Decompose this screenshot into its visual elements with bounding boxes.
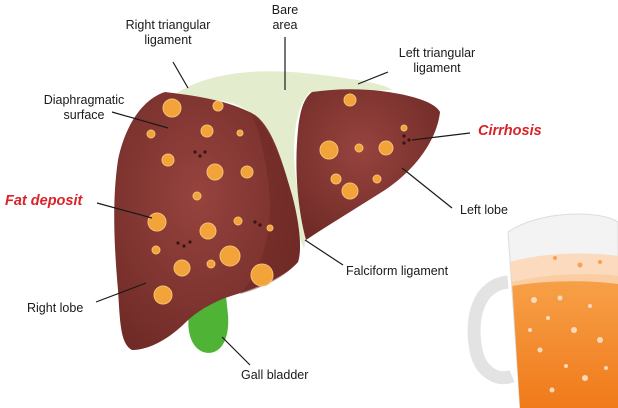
fat-deposits [146, 93, 408, 305]
label-line: ligament [413, 61, 461, 75]
label-fat-deposit: Fat deposit [5, 193, 83, 209]
label-line: ligament [144, 33, 192, 47]
label-right-lobe: Right lobe [27, 301, 84, 315]
leader-lines [95, 37, 471, 366]
label-left-triangular-ligament: Left triangular ligament [382, 46, 492, 76]
label-left-lobe: Left lobe [460, 203, 508, 217]
label-line: area [272, 18, 298, 32]
label-gall-bladder: Gall bladder [241, 368, 309, 382]
label-line: Right triangular [125, 18, 211, 32]
label-right-triangular-ligament: Right triangular ligament [108, 18, 228, 48]
label-falciform-ligament: Falciform ligament [346, 264, 449, 278]
label-line: Diaphragmatic [43, 93, 125, 107]
left-lobe-shape [296, 89, 440, 240]
label-line: Bare [271, 3, 299, 17]
label-bare-area: Bare area [265, 3, 305, 33]
label-cirrhosis: Cirrhosis [478, 123, 542, 139]
right-lobe-shadow [240, 112, 300, 294]
beer-mug-icon [467, 213, 618, 408]
label-line: surface [63, 108, 105, 122]
cirrhosis-dots [176, 134, 411, 248]
label-line: Left triangular [398, 46, 476, 60]
label-diaphragmatic-surface: Diaphragmatic surface [34, 93, 134, 123]
